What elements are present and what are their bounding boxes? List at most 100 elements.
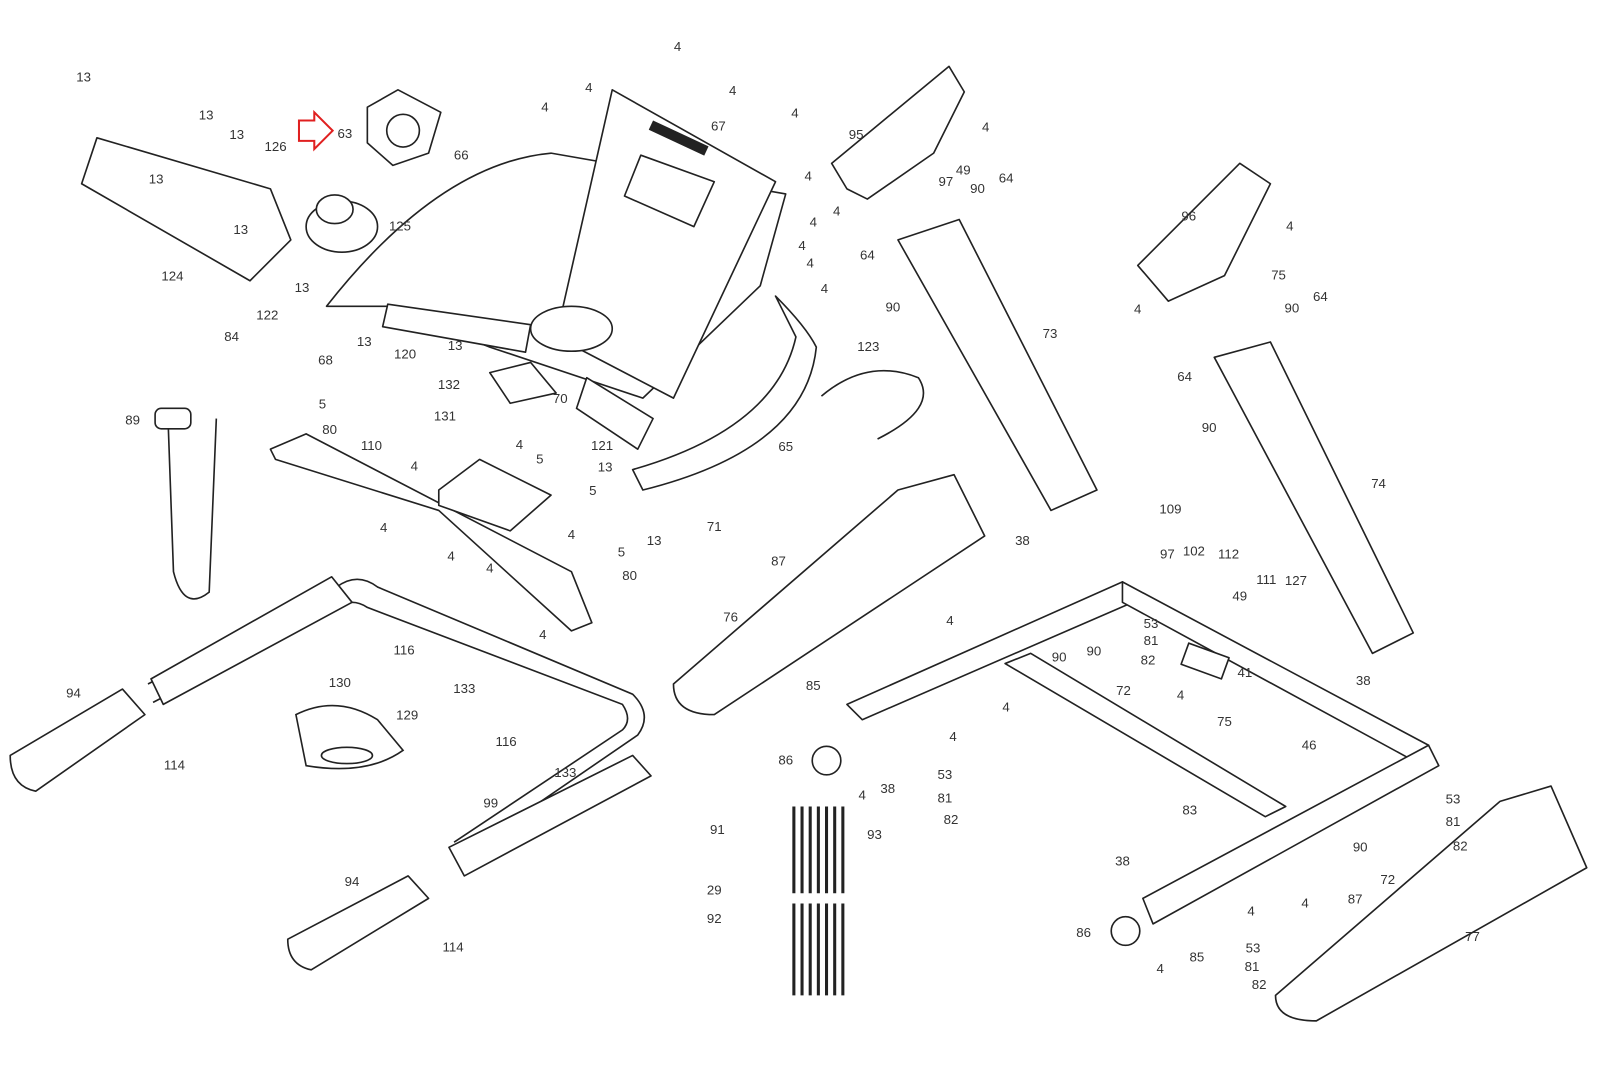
part-label-81: 81	[1245, 959, 1260, 974]
part-label-86: 86	[778, 753, 793, 768]
part-label-133: 133	[554, 765, 576, 780]
part-label-71: 71	[707, 519, 722, 534]
part-label-94: 94	[66, 685, 81, 700]
part-86-wheel-2	[1110, 915, 1141, 947]
part-94-grip-right	[286, 875, 430, 971]
part-label-5: 5	[536, 451, 543, 466]
part-label-73: 73	[1043, 326, 1058, 341]
part-label-72: 72	[1116, 683, 1131, 698]
part-label-64: 64	[860, 247, 875, 262]
part-label-90: 90	[1087, 643, 1102, 658]
part-label-13: 13	[357, 334, 372, 349]
part-label-90: 90	[1284, 300, 1299, 315]
part-label-111: 111	[1256, 572, 1276, 587]
part-label-63: 63	[338, 126, 353, 141]
part-label-13: 13	[233, 222, 248, 237]
part-label-75: 75	[1217, 714, 1232, 729]
part-label-4: 4	[585, 80, 592, 95]
part-96-cap	[1136, 162, 1272, 302]
part-label-38: 38	[1115, 854, 1130, 869]
part-67-keypad	[648, 120, 709, 156]
part-label-120: 120	[394, 346, 416, 361]
highlight-arrow-icon	[297, 109, 335, 152]
part-label-4: 4	[791, 105, 798, 120]
part-label-124: 124	[161, 269, 183, 284]
part-label-5: 5	[589, 483, 596, 498]
part-label-87: 87	[771, 554, 786, 569]
part-label-93: 93	[867, 827, 882, 842]
part-63-fan-cover	[366, 89, 442, 167]
part-label-5: 5	[618, 544, 625, 559]
part-label-4: 4	[804, 169, 811, 184]
part-label-129: 129	[396, 708, 418, 723]
part-label-41: 41	[1238, 665, 1253, 680]
part-label-13: 13	[229, 127, 244, 142]
part-129-clip	[320, 746, 374, 765]
part-67-screen	[623, 154, 716, 228]
part-89-clip	[154, 407, 192, 430]
part-65-handlebar	[631, 295, 818, 491]
part-label-53: 53	[938, 767, 953, 782]
part-label-102: 102	[1183, 543, 1205, 558]
part-label-4: 4	[807, 255, 814, 270]
part-label-97: 97	[939, 174, 954, 189]
part-label-90: 90	[1353, 839, 1368, 854]
part-label-13: 13	[76, 70, 91, 85]
part-89-cable	[167, 418, 218, 600]
part-label-87: 87	[1348, 891, 1363, 906]
part-label-49: 49	[1232, 588, 1247, 603]
part-label-13: 13	[647, 533, 662, 548]
part-130-strap	[294, 704, 405, 770]
part-label-116: 116	[394, 642, 415, 657]
part-label-82: 82	[944, 812, 959, 827]
part-label-38: 38	[1356, 673, 1371, 688]
part-label-125: 125	[389, 219, 411, 234]
part-83-crossbar	[1004, 652, 1287, 818]
part-77-base-cover	[1274, 785, 1588, 1022]
part-label-90: 90	[1052, 650, 1067, 665]
part-label-122: 122	[256, 308, 278, 323]
part-tube-left	[150, 575, 353, 706]
part-label-82: 82	[1141, 653, 1156, 668]
part-label-109: 109	[1159, 501, 1181, 516]
part-label-4: 4	[568, 527, 575, 542]
part-label-5: 5	[319, 396, 326, 411]
part-93-bolts	[792, 806, 845, 996]
part-label-4: 4	[1134, 301, 1141, 316]
part-label-80: 80	[322, 422, 337, 437]
part-label-116: 116	[496, 734, 517, 749]
part-label-4: 4	[1157, 961, 1164, 976]
part-label-86: 86	[1076, 925, 1091, 940]
part-label-65: 65	[778, 439, 793, 454]
part-label-83: 83	[1182, 803, 1197, 818]
part-label-67: 67	[711, 119, 726, 134]
part-label-70: 70	[553, 391, 568, 406]
part-63-hub	[385, 113, 421, 148]
part-label-64: 64	[1313, 289, 1328, 304]
part-label-4: 4	[949, 729, 956, 744]
part-label-90: 90	[1202, 420, 1217, 435]
part-label-46: 46	[1302, 737, 1317, 752]
part-label-4: 4	[729, 83, 736, 98]
part-label-97: 97	[1160, 546, 1175, 561]
part-label-38: 38	[880, 781, 895, 796]
part-label-126: 126	[264, 139, 286, 154]
part-label-76: 76	[723, 610, 738, 625]
part-label-4: 4	[380, 520, 387, 535]
part-label-121: 121	[591, 438, 613, 453]
part-67-console	[555, 89, 777, 399]
part-label-4: 4	[833, 203, 840, 218]
part-label-80: 80	[622, 568, 637, 583]
part-label-96: 96	[1181, 209, 1196, 224]
part-bracket	[437, 458, 552, 532]
part-label-4: 4	[1301, 896, 1308, 911]
part-label-114: 114	[164, 758, 185, 773]
part-label-4: 4	[798, 238, 805, 253]
part-label-53: 53	[1144, 616, 1159, 631]
part-124-cover	[80, 137, 292, 282]
part-label-4: 4	[1286, 219, 1293, 234]
part-76-base-cover	[672, 473, 986, 716]
part-label-82: 82	[1453, 838, 1468, 853]
